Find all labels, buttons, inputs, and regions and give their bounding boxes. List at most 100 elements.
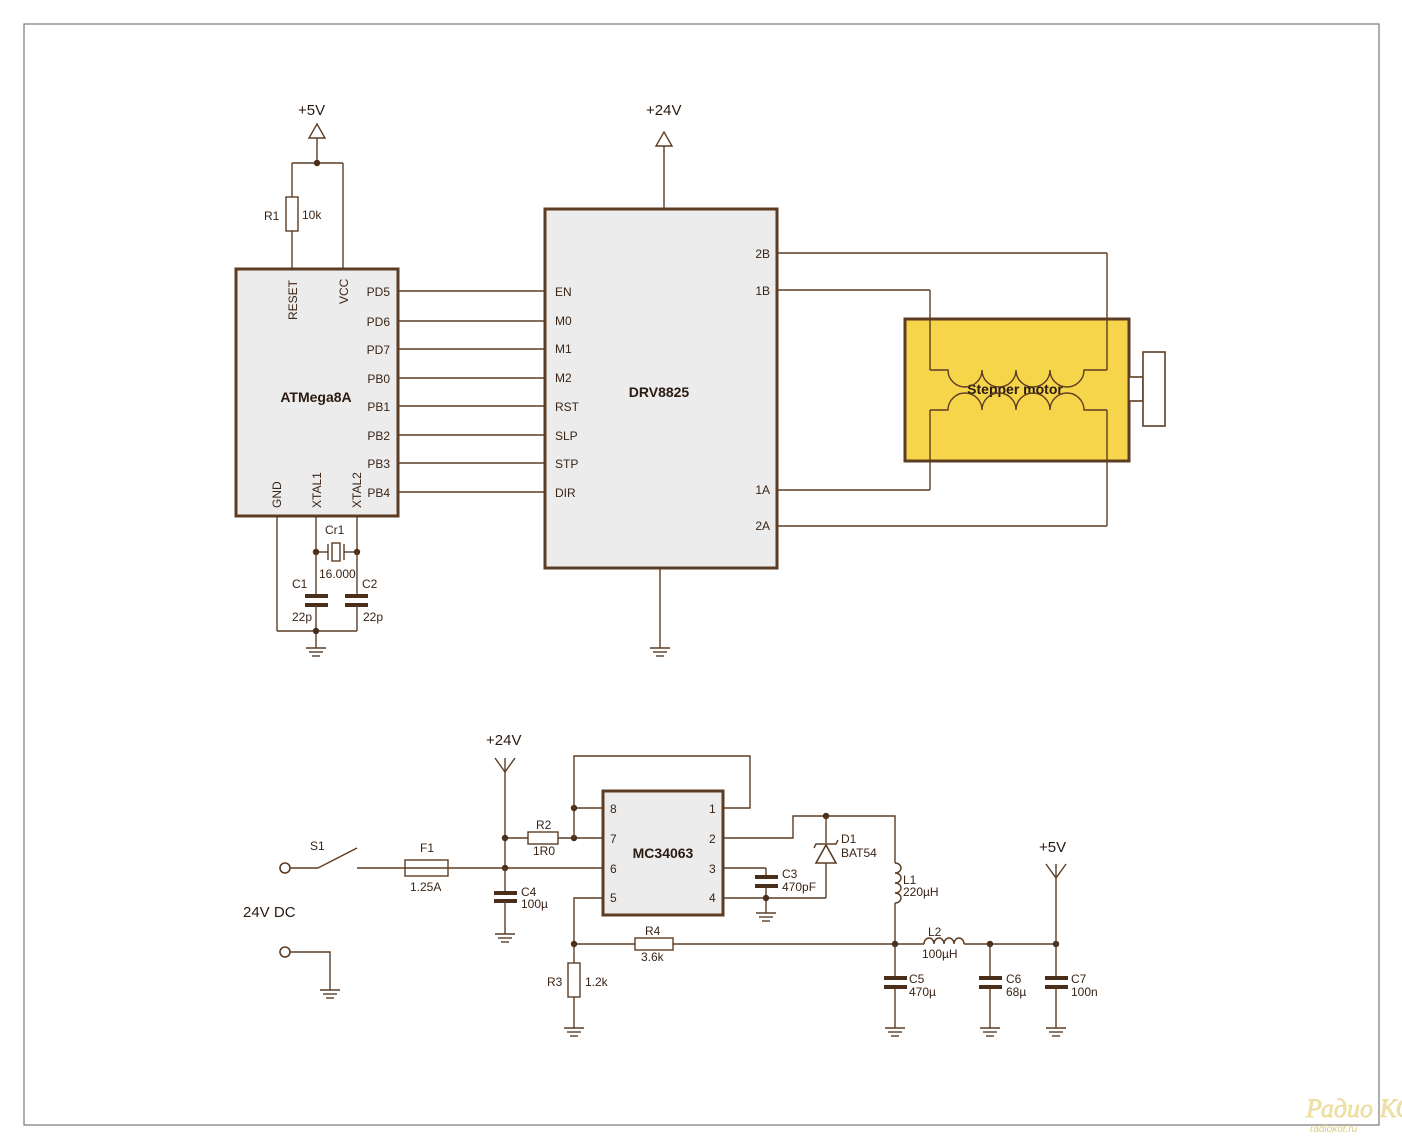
reg-pin-7: 7 bbox=[610, 832, 617, 846]
input-terminal-minus bbox=[279, 946, 291, 958]
r4-resistor bbox=[634, 937, 674, 951]
drv-pin-dir: DIR bbox=[555, 486, 576, 500]
mc34063-chip bbox=[601, 789, 725, 917]
r1-ref: R1 bbox=[264, 209, 280, 223]
power-supply-section: +24V R2 1R0 S1 F1 1.25A 24V DC bbox=[243, 732, 1098, 1037]
c2-ref: C2 bbox=[362, 577, 378, 591]
c1-ref: C1 bbox=[292, 577, 308, 591]
vcc-arrow-icon bbox=[307, 122, 327, 139]
c7-value: 100n bbox=[1071, 985, 1098, 999]
drv-pin-m0: M0 bbox=[555, 314, 572, 328]
mcu-name: ATMega8A bbox=[280, 389, 351, 405]
motor-label: Stepper motor bbox=[967, 381, 1063, 397]
ground-icon bbox=[650, 647, 670, 657]
ground-icon bbox=[885, 1027, 905, 1037]
upper-winding bbox=[930, 369, 1107, 388]
ground-icon bbox=[306, 647, 326, 657]
mcu-pin-xtal1: XTAL1 bbox=[310, 472, 324, 508]
input-terminal-plus bbox=[279, 862, 291, 874]
l2-ref: L2 bbox=[928, 925, 942, 939]
drv-pin-m2: M2 bbox=[555, 371, 572, 385]
radiokot-watermark: Радио КОТ radiokot.ru bbox=[1305, 1094, 1402, 1135]
drv8825-chip bbox=[543, 207, 779, 570]
l1-inductor bbox=[894, 862, 902, 904]
vmot-arrow-icon bbox=[654, 130, 674, 147]
s1-ref: S1 bbox=[310, 839, 325, 853]
d1-ref: D1 bbox=[841, 832, 857, 846]
reg-pin-3: 3 bbox=[709, 862, 716, 876]
mcu-pin-pb2: PB2 bbox=[367, 429, 390, 443]
drv-pin-1a: 1A bbox=[755, 483, 770, 497]
drawing-frame bbox=[23, 23, 1380, 1126]
motor-wiring bbox=[777, 252, 1107, 527]
f1-ref: F1 bbox=[420, 841, 434, 855]
c6-value: 68µ bbox=[1006, 985, 1026, 999]
drv-pin-stp: STP bbox=[555, 457, 578, 471]
mcu-pin-pb1: PB1 bbox=[367, 400, 390, 414]
reg-pin-2: 2 bbox=[709, 832, 716, 846]
mcu-pin-pb0: PB0 bbox=[367, 372, 390, 386]
c7-ref: C7 bbox=[1071, 972, 1087, 986]
ground-icon bbox=[980, 1027, 1000, 1037]
l1-ref: L1 bbox=[903, 873, 917, 887]
c5-ref: C5 bbox=[909, 972, 925, 986]
drv-pin-slp: SLP bbox=[555, 429, 578, 443]
c4-value: 100µ bbox=[521, 897, 548, 911]
input-voltage-label: 24V DC bbox=[243, 904, 296, 921]
c6-ref: C6 bbox=[1006, 972, 1022, 986]
cr1-value: 16.000 bbox=[319, 567, 356, 581]
lower-winding bbox=[930, 392, 1107, 411]
r2-ref: R2 bbox=[536, 818, 552, 832]
drv-pin-2b: 2B bbox=[755, 247, 770, 261]
mcu-pin-reset: RESET bbox=[286, 279, 300, 320]
stepper-motor: Stepper motor bbox=[903, 253, 1166, 526]
c3-value: 470pF bbox=[782, 880, 816, 894]
mcu-pin-vcc: VCC bbox=[337, 278, 351, 304]
reg-pin-6: 6 bbox=[610, 862, 617, 876]
driver-section: +24V DRV8825 EN M0 M1 M2 RST SLP STP DIR… bbox=[543, 102, 779, 657]
crystal-cr1 bbox=[331, 542, 341, 562]
drv-pin-2a: 2A bbox=[755, 519, 770, 533]
ground-icon bbox=[1046, 1027, 1066, 1037]
drv-pin-en: EN bbox=[555, 285, 572, 299]
d1-diode bbox=[814, 843, 838, 864]
reg-pin-1: 1 bbox=[709, 802, 716, 816]
mcu-pin-pb3: PB3 bbox=[367, 457, 390, 471]
r1-value: 10k bbox=[302, 208, 322, 222]
mcu-pin-pd7: PD7 bbox=[367, 343, 391, 357]
s1-switch bbox=[317, 847, 358, 869]
c3-ref: C3 bbox=[782, 867, 798, 881]
drv-pin-rst: RST bbox=[555, 400, 580, 414]
mcu-supply-label: +5V bbox=[298, 102, 325, 119]
r4-value: 3.6k bbox=[641, 950, 665, 964]
mcu-pin-pb4: PB4 bbox=[367, 486, 390, 500]
r3-ref: R3 bbox=[547, 975, 563, 989]
psu-24v-label: +24V bbox=[486, 732, 521, 749]
c5-value: 470µ bbox=[909, 985, 936, 999]
r2-value: 1R0 bbox=[533, 844, 555, 858]
c4-ref: C4 bbox=[521, 885, 537, 899]
ground-icon bbox=[756, 912, 776, 922]
r1-resistor bbox=[285, 196, 299, 232]
r3-resistor bbox=[567, 962, 581, 998]
drv-pin-m1: M1 bbox=[555, 342, 572, 356]
svg-text:Радио КОТ: Радио КОТ bbox=[1305, 1094, 1402, 1123]
c2-value: 22p bbox=[363, 610, 383, 624]
atmega8a-chip bbox=[234, 267, 400, 518]
reg-pin-4: 4 bbox=[709, 891, 716, 905]
r2-resistor bbox=[527, 831, 559, 845]
ground-icon bbox=[564, 1027, 584, 1037]
l1-value: 220µH bbox=[903, 885, 939, 899]
motor-shaft bbox=[1142, 351, 1166, 427]
l2-value: 100µH bbox=[922, 947, 958, 961]
motor-body bbox=[903, 317, 1131, 463]
ground-icon bbox=[495, 933, 515, 943]
mcu-pin-pd5: PD5 bbox=[367, 285, 391, 299]
reg-pin-8: 8 bbox=[610, 802, 617, 816]
mcu-pin-xtal2: XTAL2 bbox=[350, 472, 364, 508]
mcu-pin-pd6: PD6 bbox=[367, 315, 391, 329]
driver-supply-label: +24V bbox=[646, 102, 681, 119]
mcu-section: +5V R1 10k ATMega8A RESET VCC GND XTAL1 … bbox=[234, 102, 400, 657]
driver-name: DRV8825 bbox=[629, 384, 690, 400]
